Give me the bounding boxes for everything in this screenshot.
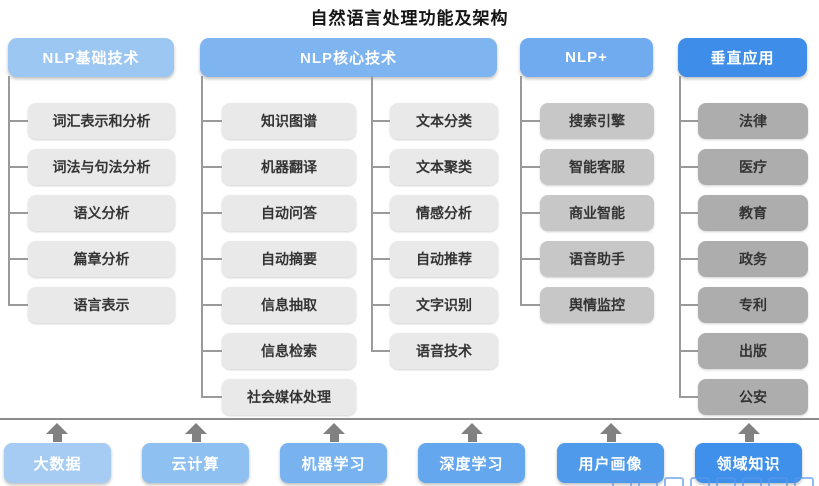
tech-node: 语义分析 [8,195,175,231]
tech-node: 社会媒体处理 [201,379,356,415]
up-arrow-icon [46,423,68,442]
up-arrow-icon [461,423,483,442]
connector-line [8,76,10,306]
tech-node: 词汇表示和分析 [8,103,175,139]
tech-node: 文本聚类 [371,149,498,185]
connector-line [679,76,681,398]
connector-line [371,76,373,352]
tech-node: 语音助手 [520,241,654,277]
nlp-core-left-node-list: 知识图谱 机器翻译 自动问答 自动摘要 信息抽取 信息检索 社会媒体处理 [201,103,356,415]
tech-node: 公安 [679,379,808,415]
tech-node: 机器翻译 [201,149,356,185]
tech-node: 知识图谱 [201,103,356,139]
tech-node: 政务 [679,241,808,277]
tech-node: 情感分析 [371,195,498,231]
up-arrow-icon [185,423,207,442]
watermark-remnant [612,477,817,486]
tech-node: 自动推荐 [371,241,498,277]
tech-node: 语言表示 [8,287,175,323]
tech-node: 搜索引擎 [520,103,654,139]
tech-node: 信息检索 [201,333,356,369]
tech-node: 出版 [679,333,808,369]
column-header-nlp-plus: NLP+ [520,38,653,77]
page-title: 自然语言处理功能及架构 [310,9,509,28]
column-header-nlp-core: NLP核心技术 [200,38,497,77]
tech-node: 信息抽取 [201,287,356,323]
connector-line [201,76,203,398]
tech-node: 篇章分析 [8,241,175,277]
tech-node: 专利 [679,287,808,323]
tech-node: 舆情监控 [520,287,654,323]
nlp-core-right-node-list: 文本分类 文本聚类 情感分析 自动推荐 文字识别 语音技术 [371,103,498,369]
tech-node: 语音技术 [371,333,498,369]
tech-node: 自动摘要 [201,241,356,277]
connector-line [520,76,522,306]
tech-node: 词法与句法分析 [8,149,175,185]
vertical-apps-node-list: 法律 医疗 教育 政务 专利 出版 公安 [679,103,808,415]
tech-node: 医疗 [679,149,808,185]
column-header-nlp-basic: NLP基础技术 [8,38,174,77]
foundation-node-machine-learning: 机器学习 [280,443,387,483]
up-arrow-icon [600,423,622,442]
foundation-node-deep-learning: 深度学习 [418,443,525,483]
up-arrow-icon [323,423,345,442]
nlp-plus-node-list: 搜索引擎 智能客服 商业智能 语音助手 舆情监控 [520,103,654,323]
foundation-node-big-data: 大数据 [4,443,111,483]
tech-node: 文字识别 [371,287,498,323]
tech-node: 教育 [679,195,808,231]
foundation-node-user-profile: 用户画像 [557,443,664,483]
tech-node: 文本分类 [371,103,498,139]
tech-node: 智能客服 [520,149,654,185]
up-arrow-icon [738,423,760,442]
foundation-node-domain-knowledge: 领域知识 [695,443,802,483]
tech-node: 商业智能 [520,195,654,231]
nlp-basic-node-list: 词汇表示和分析 词法与句法分析 语义分析 篇章分析 语言表示 [8,103,175,323]
foundation-node-cloud-computing: 云计算 [142,443,249,483]
separator-line [0,418,819,420]
tech-node: 自动问答 [201,195,356,231]
column-header-vertical-apps: 垂直应用 [678,38,807,77]
tech-node: 法律 [679,103,808,139]
